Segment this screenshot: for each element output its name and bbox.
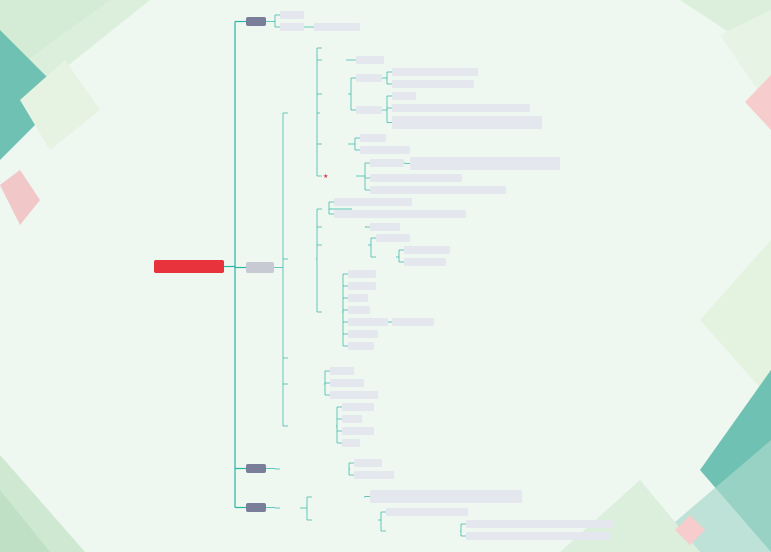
topic-node[interactable] [354,471,394,479]
topic-node[interactable] [348,270,376,278]
topic-node[interactable] [342,439,360,447]
branch-node[interactable] [246,17,266,26]
topic-node[interactable] [386,508,468,516]
topic-node[interactable] [356,56,384,64]
topic-node[interactable] [288,422,336,430]
topic-node[interactable] [356,106,382,114]
topic-node[interactable] [376,253,396,261]
topic-node[interactable] [322,44,346,52]
bg-shape [675,515,705,545]
topic-node[interactable] [392,116,542,129]
topic-node[interactable] [342,403,374,411]
topic-node[interactable] [334,198,412,206]
branch-node[interactable] [246,464,266,473]
topic-node[interactable] [322,241,368,249]
topic-node[interactable] [312,516,378,524]
star-icon: ★ [323,173,328,180]
topic-node[interactable] [348,330,378,338]
topic-node[interactable] [348,282,376,290]
topic-node[interactable] [348,318,388,326]
topic-node[interactable] [330,379,364,387]
topic-node[interactable] [322,56,346,64]
bg-shape [0,490,50,552]
topic-node[interactable] [466,520,614,528]
topic-node[interactable] [330,367,354,375]
topic-node[interactable] [288,109,320,117]
topic-node[interactable] [370,223,400,231]
topic-node[interactable] [356,74,382,82]
topic-node[interactable] [404,246,450,254]
highlight-topic-node[interactable] [322,172,356,180]
topic-node[interactable] [376,234,410,242]
topic-node[interactable] [322,223,366,231]
topic-node[interactable] [342,415,362,423]
topic-node[interactable] [334,210,466,218]
topic-node[interactable] [322,90,348,98]
topic-node[interactable] [392,92,416,100]
topic-node[interactable] [322,308,342,316]
topic-node[interactable] [322,140,348,148]
topic-node[interactable] [370,186,506,194]
bg-shape [20,60,100,150]
topic-node[interactable] [392,80,474,88]
topic-node[interactable] [370,159,404,167]
topic-node[interactable] [360,146,410,154]
topic-node[interactable] [348,294,368,302]
topic-node[interactable] [314,23,360,31]
topic-node[interactable] [288,380,324,388]
topic-node[interactable] [386,527,460,535]
topic-node[interactable] [280,465,350,473]
topic-node[interactable] [392,318,434,326]
topic-node[interactable] [354,459,382,467]
topic-node[interactable] [410,157,560,170]
topic-node[interactable] [466,532,610,540]
topic-node[interactable] [370,490,522,503]
topic-node[interactable] [342,427,374,435]
topic-node[interactable] [392,68,478,76]
topic-node[interactable] [288,354,360,362]
branch-node[interactable] [246,262,274,273]
bg-shape [745,75,771,130]
branch-node[interactable] [246,503,266,512]
topic-node[interactable] [312,493,364,501]
topic-node[interactable] [370,174,462,182]
bg-shape [0,170,40,225]
bg-shape [720,10,771,110]
topic-node[interactable] [348,306,370,314]
topic-node[interactable] [392,104,530,112]
topic-node[interactable] [348,342,374,350]
topic-node[interactable] [280,11,304,19]
root-node[interactable] [154,260,224,273]
topic-node[interactable] [280,23,304,31]
topic-node[interactable] [360,134,386,142]
bg-shape [700,240,771,400]
topic-node[interactable] [330,391,378,399]
topic-node[interactable] [288,255,316,263]
topic-node[interactable] [280,504,300,512]
topic-node[interactable] [404,258,446,266]
